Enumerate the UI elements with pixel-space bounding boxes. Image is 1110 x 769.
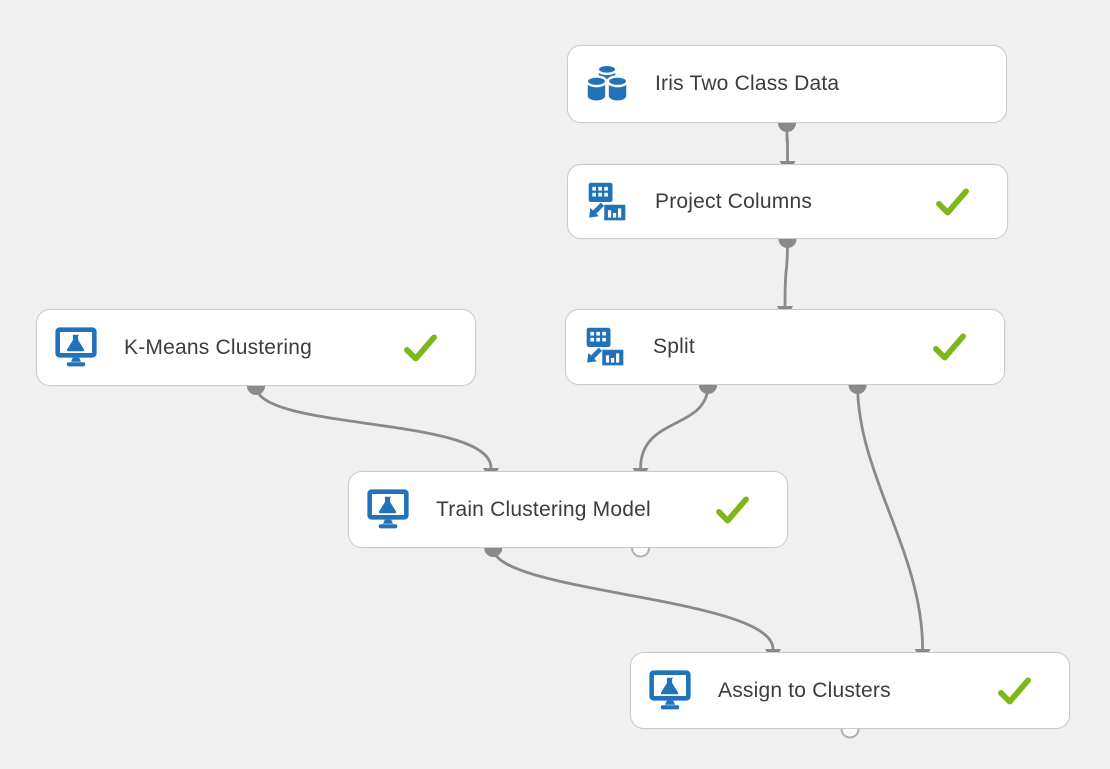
module-node-split[interactable]: Split [565, 309, 1005, 385]
model-icon [366, 488, 410, 532]
module-node-iris-two-class-data[interactable]: Iris Two Class Data [567, 45, 1007, 123]
module-node-train-clustering-model[interactable]: Train Clustering Model [348, 471, 788, 548]
model-icon [54, 326, 98, 370]
connector-edge[interactable] [785, 122, 789, 162]
success-check-icon [715, 495, 750, 524]
module-node-assign-to-clusters[interactable]: Assign to Clusters [630, 652, 1070, 729]
module-label: Train Clustering Model [436, 497, 651, 521]
module-node-project-columns[interactable]: Project Columns [567, 164, 1008, 239]
module-label: K-Means Clustering [124, 335, 313, 359]
connector-edge[interactable] [254, 385, 493, 469]
success-check-icon [403, 333, 438, 362]
module-label: Iris Two Class Data [655, 72, 840, 95]
module-label: Split [653, 335, 695, 358]
success-check-icon [935, 187, 970, 216]
connector-edge[interactable] [639, 384, 710, 469]
connector-edge[interactable] [491, 547, 775, 650]
success-check-icon [932, 333, 967, 362]
module-node-k-means-clustering[interactable]: K-Means Clustering [36, 309, 476, 386]
module-label: Project Columns [655, 189, 813, 213]
model-icon [648, 669, 692, 713]
connector-edge[interactable] [856, 384, 924, 650]
columns-icon [583, 325, 627, 369]
module-label: Assign to Clusters [718, 678, 891, 702]
dataset-icon [585, 62, 629, 106]
connector-edge[interactable] [783, 238, 789, 307]
columns-icon [585, 180, 629, 224]
success-check-icon [997, 676, 1032, 705]
